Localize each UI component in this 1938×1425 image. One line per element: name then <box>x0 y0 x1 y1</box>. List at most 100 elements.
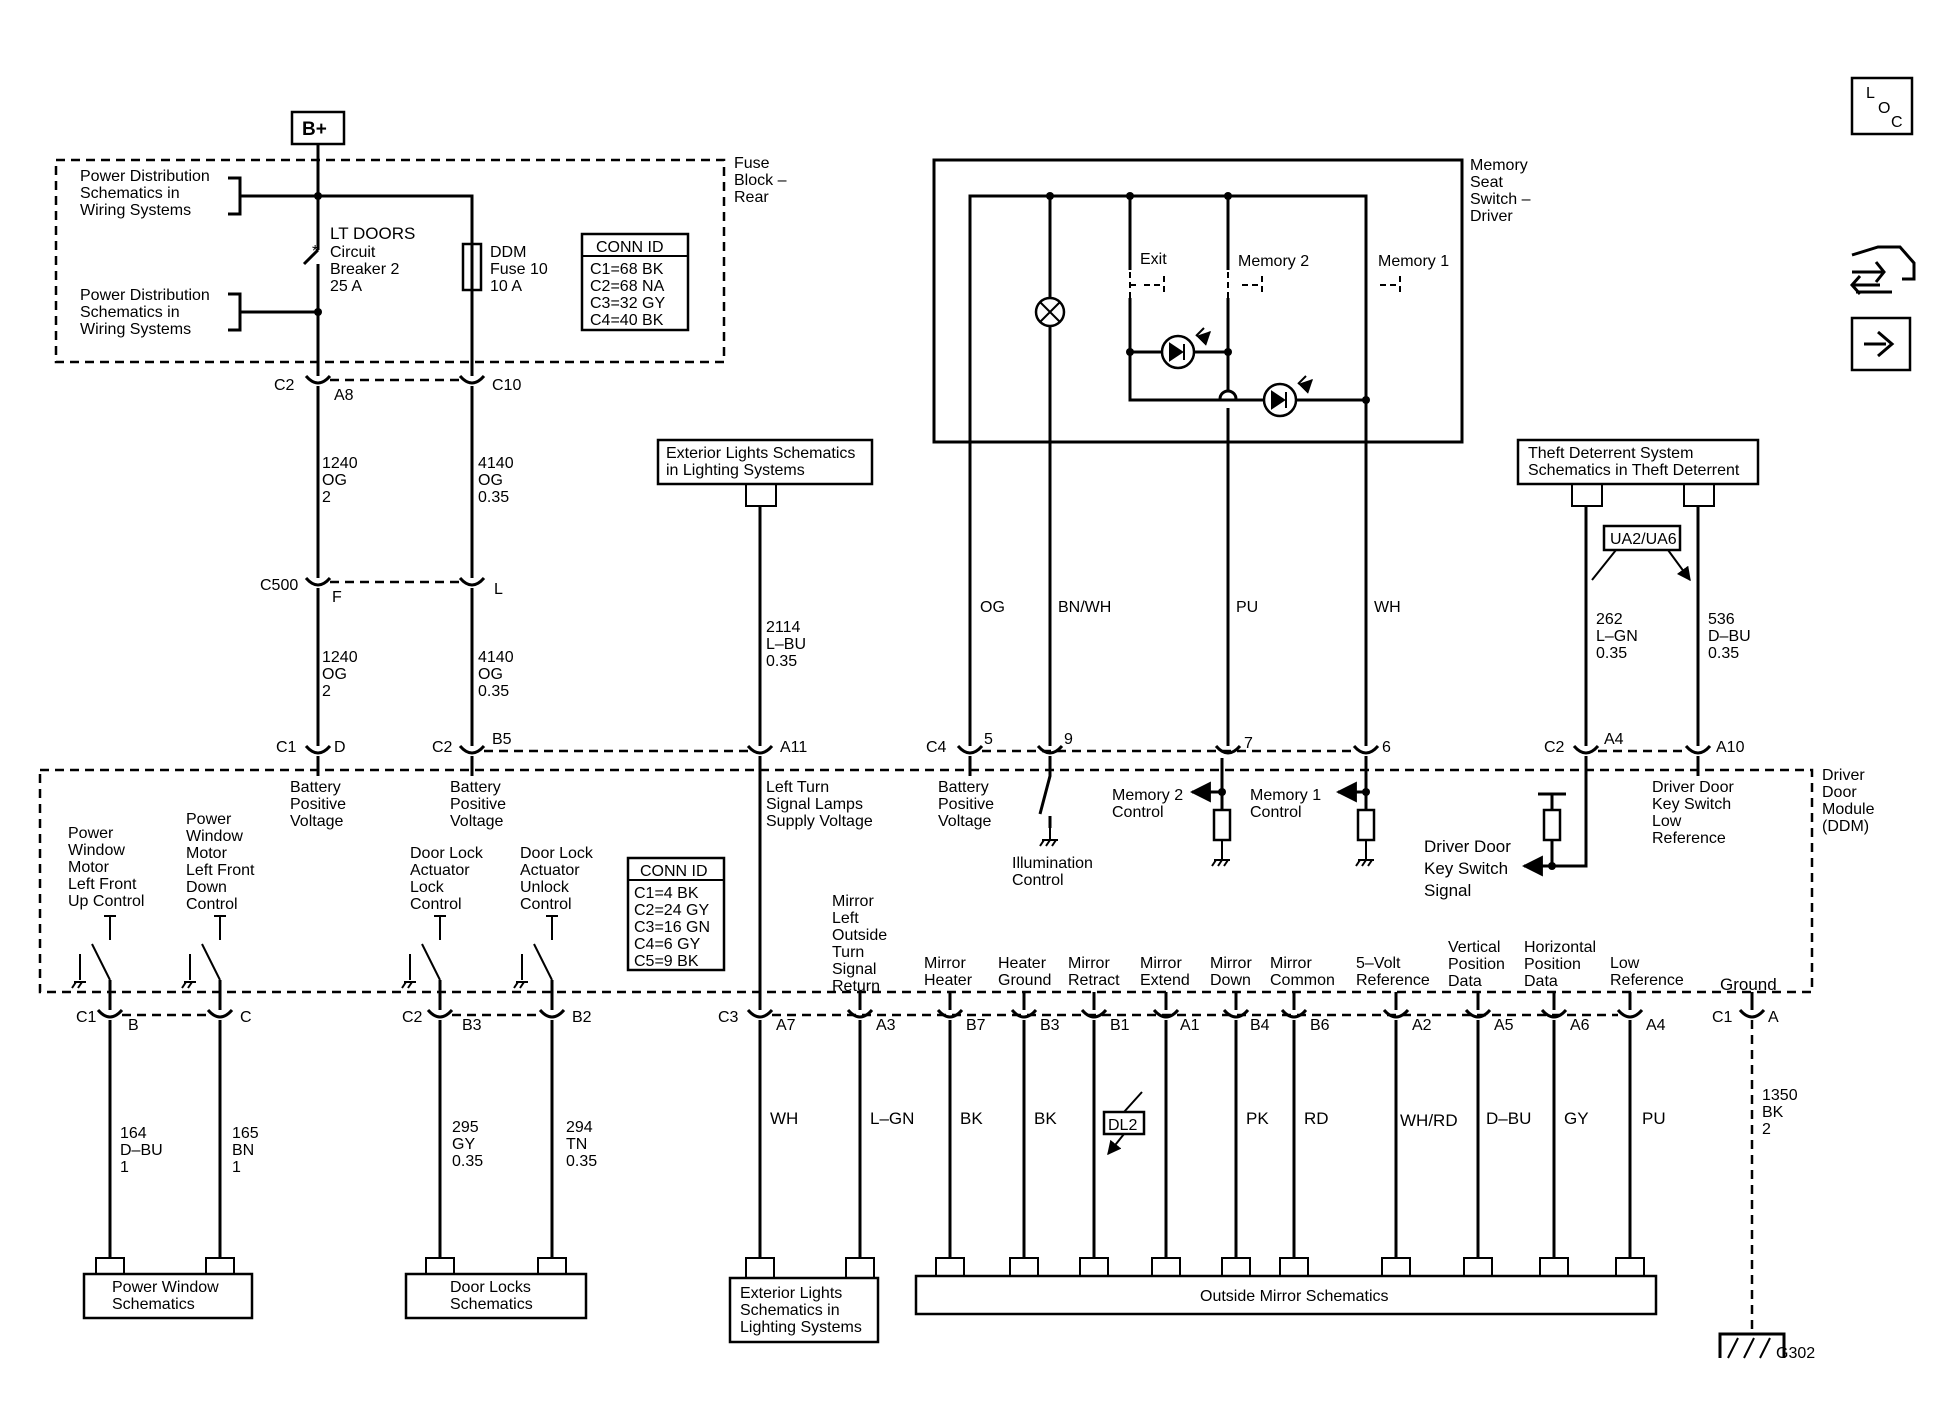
svg-text:(DDM): (DDM) <box>1822 818 1869 835</box>
svg-text:C1=68 BK: C1=68 BK <box>590 261 664 278</box>
svg-text:Control: Control <box>1112 804 1164 821</box>
svg-text:Schematics: Schematics <box>112 1296 195 1313</box>
exterior-lights-schematics-ref-bottom[interactable]: Exterior Lights Schematics in Lighting S… <box>728 1257 880 1344</box>
svg-text:1: 1 <box>232 1159 241 1176</box>
driver-door-key-switch: Driver Door Key Switch Signal <box>1424 792 1586 900</box>
svg-text:WH: WH <box>770 1109 798 1128</box>
memory-1-led-icon <box>1262 376 1312 418</box>
svg-text:C3=32 GY: C3=32 GY <box>590 295 665 312</box>
svg-text:B3: B3 <box>1040 1017 1060 1034</box>
svg-text:Signal: Signal <box>1424 881 1471 900</box>
vehicle-tools-icon[interactable] <box>1849 245 1916 295</box>
svg-text:6: 6 <box>1382 739 1391 756</box>
svg-text:Power Window: Power Window <box>112 1279 219 1296</box>
svg-text:OG: OG <box>478 472 503 489</box>
svg-text:Data: Data <box>1448 973 1482 990</box>
svg-text:D–BU: D–BU <box>120 1142 163 1159</box>
dl2-option: DL2 <box>1104 1091 1146 1154</box>
svg-text:WH: WH <box>1374 599 1401 616</box>
svg-text:Window: Window <box>186 828 243 845</box>
theft-deterrent-ref[interactable]: Theft Deterrent System Schematics in The… <box>1516 438 1760 507</box>
svg-text:Signal: Signal <box>832 961 876 978</box>
svg-text:0.35: 0.35 <box>478 683 509 700</box>
svg-text:164: 164 <box>120 1125 147 1142</box>
svg-text:Retract: Retract <box>1068 972 1120 989</box>
svg-text:Mirror: Mirror <box>1140 955 1182 972</box>
svg-text:Mirror: Mirror <box>924 955 966 972</box>
svg-text:Driver Door: Driver Door <box>1652 779 1734 796</box>
svg-text:C1: C1 <box>1712 1009 1733 1026</box>
svg-text:B3: B3 <box>462 1017 482 1034</box>
memory-2-led-icon <box>1130 328 1228 370</box>
svg-text:Module: Module <box>1822 801 1875 818</box>
ddm-top-connectors: C1 D C2 B5 A11 C4 5 9 7 6 C2 A4 A10 <box>276 731 1745 1010</box>
svg-text:294: 294 <box>566 1119 593 1136</box>
dl-unlock-control: Door Lock Actuator Unlock Control <box>513 845 594 1010</box>
svg-text:Turn: Turn <box>832 944 864 961</box>
svg-text:Voltage: Voltage <box>938 813 991 830</box>
svg-text:5–Volt: 5–Volt <box>1356 955 1401 972</box>
svg-text:BN: BN <box>232 1142 254 1159</box>
svg-text:Memory: Memory <box>1470 157 1528 174</box>
svg-text:C3=16 GN: C3=16 GN <box>634 919 710 936</box>
svg-text:L–GN: L–GN <box>1596 628 1638 645</box>
svg-text:PU: PU <box>1236 599 1258 616</box>
svg-text:O: O <box>1878 100 1890 117</box>
door-locks-schematics-ref[interactable]: Door Locks Schematics <box>404 1257 588 1320</box>
svg-text:4140: 4140 <box>478 649 514 666</box>
svg-text:Mirror: Mirror <box>1210 955 1252 972</box>
svg-text:Control: Control <box>1250 804 1302 821</box>
svg-text:A11: A11 <box>780 739 807 756</box>
svg-text:2114: 2114 <box>766 619 801 636</box>
svg-text:Outside: Outside <box>832 927 887 944</box>
memory-1-control: Memory 1 Control <box>1250 756 1376 867</box>
svg-text:Schematics in Theft Deterrent: Schematics in Theft Deterrent <box>1528 462 1740 479</box>
pw-up-control: Power Window Motor Left Front Up Control <box>68 825 144 1010</box>
svg-text:Common: Common <box>1270 972 1335 989</box>
arrow-right-icon[interactable] <box>1850 316 1912 372</box>
svg-text:DL2: DL2 <box>1108 1117 1137 1134</box>
svg-text:1240: 1240 <box>322 649 358 666</box>
svg-text:C1=4 BK: C1=4 BK <box>634 885 699 902</box>
exterior-lights-schematics-ref-top[interactable]: Exterior Lights Schematics in Lighting S… <box>656 438 874 507</box>
svg-text:Data: Data <box>1524 973 1558 990</box>
pw-down-control: Power Window Motor Left Front Down Contr… <box>181 811 255 1010</box>
outside-mirror-schematics-ref[interactable]: Outside Mirror Schematics <box>914 1257 1658 1316</box>
svg-text:Door: Door <box>1822 784 1857 801</box>
svg-text:C500: C500 <box>260 577 298 594</box>
upper-wiring: 1240 OG 2 4140 OG 0.35 C500 F L 1240 OG … <box>260 386 874 746</box>
svg-text:B5: B5 <box>492 731 512 748</box>
svg-text:C3: C3 <box>718 1009 739 1026</box>
svg-text:Fuse 10: Fuse 10 <box>490 261 548 278</box>
svg-text:Position: Position <box>1448 956 1505 973</box>
svg-text:Memory 1: Memory 1 <box>1378 253 1449 270</box>
driver-door-module: Driver Door Module (DDM) Battery Positiv… <box>38 756 1875 1010</box>
svg-text:OG: OG <box>478 666 503 683</box>
svg-text:A3: A3 <box>876 1017 896 1034</box>
lt-doors-circuit-breaker: * LT DOORS Circuit Breaker 2 25 A <box>302 224 415 376</box>
power-window-schematics-ref[interactable]: Power Window Schematics <box>82 1257 254 1320</box>
svg-text:B7: B7 <box>966 1017 986 1034</box>
memory-2-control: Memory 2 Control <box>1112 758 1232 867</box>
svg-text:B+: B+ <box>302 119 327 140</box>
svg-text:Schematics in: Schematics in <box>740 1302 840 1319</box>
svg-text:D–BU: D–BU <box>1708 628 1751 645</box>
svg-text:BK: BK <box>1762 1104 1784 1121</box>
svg-text:25 A: 25 A <box>330 278 362 295</box>
svg-text:Memory 1: Memory 1 <box>1250 787 1321 804</box>
svg-text:Unlock: Unlock <box>520 879 570 896</box>
svg-text:B2: B2 <box>572 1009 592 1026</box>
svg-text:C4: C4 <box>926 739 947 756</box>
svg-text:Reference: Reference <box>1652 830 1726 847</box>
svg-text:Driver: Driver <box>1470 208 1513 225</box>
dl-lock-control: Door Lock Actuator Lock Control <box>401 845 484 1010</box>
loc-icon[interactable]: L O C <box>1850 76 1914 136</box>
svg-text:Door Locks: Door Locks <box>450 1279 531 1296</box>
svg-text:Extend: Extend <box>1140 972 1190 989</box>
svg-text:Window: Window <box>68 842 125 859</box>
svg-text:GY: GY <box>1564 1109 1589 1128</box>
svg-text:CONN ID: CONN ID <box>640 863 708 880</box>
svg-text:Control: Control <box>410 896 462 913</box>
svg-text:DDM: DDM <box>490 244 526 261</box>
svg-text:Block –: Block – <box>734 172 787 189</box>
